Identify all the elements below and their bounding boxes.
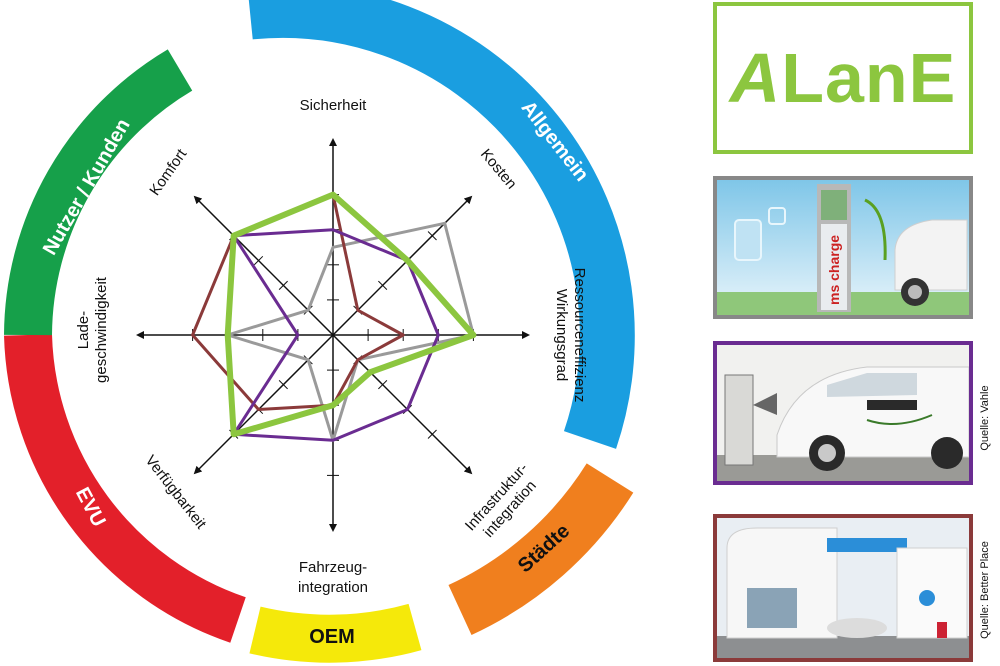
axis-label-sicherheit: Sicherheit (300, 97, 368, 114)
credit-vahle: Quelle: Vahle (979, 385, 991, 451)
radar-axis-tick (378, 380, 388, 390)
photo-charging-station: ms charge (713, 176, 973, 319)
photo-vahle-car (713, 341, 973, 485)
radar-axis-line (193, 334, 334, 475)
sector-arc-oem (249, 603, 422, 663)
radar-axis-tick (253, 255, 264, 266)
radar-axis-tick (378, 280, 388, 290)
axis-label-komfort: Komfort (146, 145, 191, 198)
axis-label-fahrzeug-line1: Fahrzeug- (299, 559, 367, 576)
radar-axis-tick (278, 380, 288, 390)
axis-label-ressource-line2: Wirkungsgrad (553, 289, 570, 382)
radar-axis-tick (278, 280, 288, 290)
radar-series-2 (232, 228, 440, 442)
axis-label-kosten: Kosten (477, 146, 520, 193)
charging-sign-text: ms charge (826, 235, 842, 305)
axis-label-ressourceneffizienz: Ressourceneffizienz Wirkungsgrad (553, 268, 588, 403)
photo-charging-station-image: ms charge (717, 180, 969, 315)
axis-label-ressource-line1: Ressourceneffizienz (571, 268, 588, 403)
photo-vahle-car-image (717, 345, 969, 481)
photo-betterplace-station-image (717, 518, 969, 658)
axis-label-lade-line2: geschwindigkeit (93, 276, 110, 383)
sector-arc-nutzer (4, 49, 193, 336)
radar-axis-tick (427, 231, 437, 241)
radar-series-3 (224, 191, 477, 438)
axis-label-fahrzeug-line2: integration (298, 579, 368, 596)
logo-letter-a: A (729, 39, 782, 117)
logo-letters-rest: LanE (781, 39, 957, 117)
sector-arc-evu (4, 334, 246, 643)
axis-label-verfuegbarkeit: Verfügbarkeit (142, 452, 210, 533)
radar-axis-tick (427, 429, 437, 439)
alane-logo: ALanE (713, 2, 973, 154)
radar-axis-line (332, 334, 473, 475)
sector-arc-allgemein (248, 0, 635, 449)
radar-axis-line (193, 195, 334, 336)
alane-logo-text: ALanE (730, 38, 957, 118)
axis-label-ladegeschwindigkeit: Lade- geschwindigkeit (75, 276, 110, 383)
sector-arc-staedte (448, 463, 634, 635)
radar-chart: Allgemein Städte OEM EVU Nutzer / Kunden… (4, 0, 635, 663)
radar-series (191, 191, 477, 442)
sector-label-oem: OEM (309, 626, 355, 648)
photo-betterplace-station (713, 514, 973, 662)
radar-axis-line (332, 195, 473, 336)
credit-betterplace: Quelle: Better Place (979, 541, 991, 639)
axis-label-lade-line1: Lade- (75, 311, 92, 349)
